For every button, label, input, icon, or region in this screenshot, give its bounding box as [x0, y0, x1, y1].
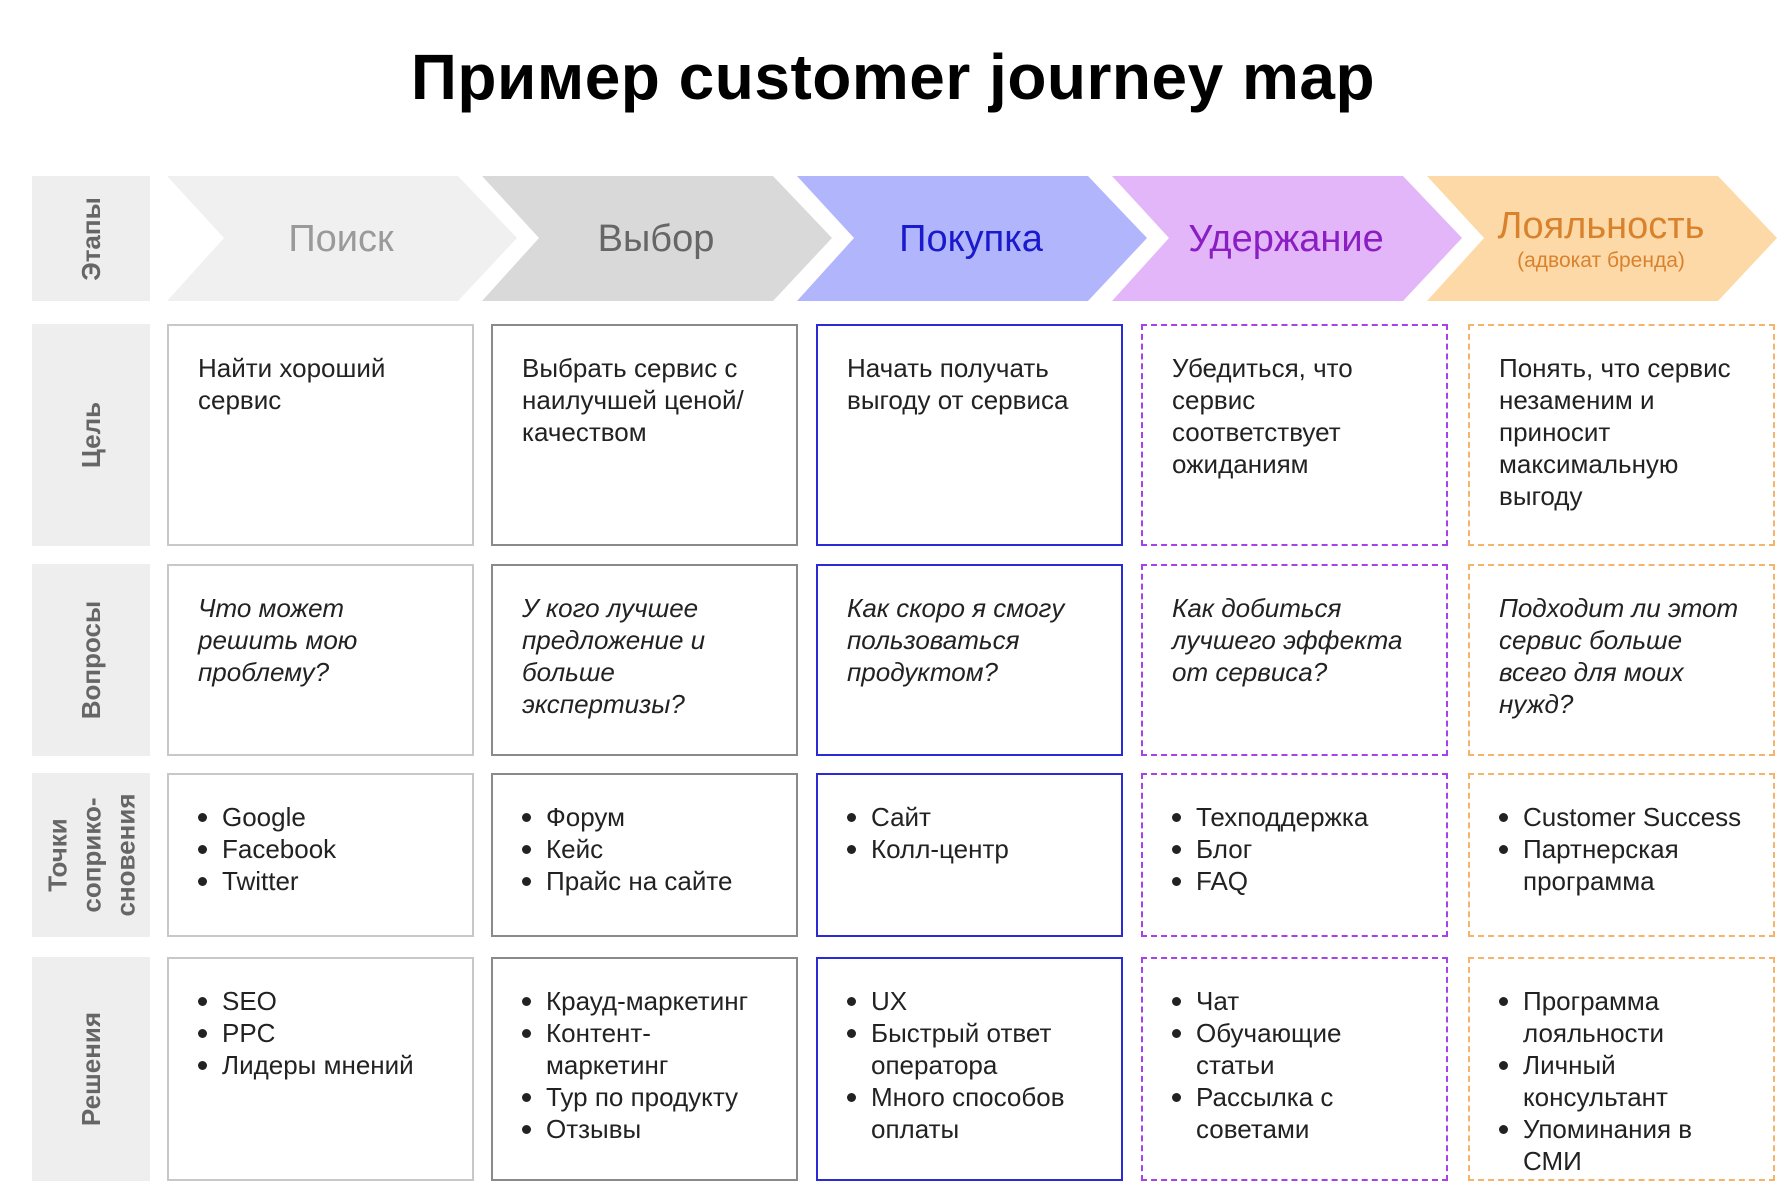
row-label-text: Цель	[76, 401, 106, 469]
stage-search: Поиск	[224, 176, 458, 301]
touchpoint-cell-search: Google Facebook Twitter	[167, 773, 474, 937]
list-item: Техподдержка	[1172, 801, 1418, 833]
touchpoint-cell-loyalty: Customer Success Партнерская программа	[1468, 773, 1775, 937]
question-text: У кого лучшее предложение и больше экспе…	[522, 593, 706, 719]
list-item: Колл-центр	[847, 833, 1093, 865]
question-cell-search: Что может решить мою проблему?	[167, 564, 474, 756]
list-item: Twitter	[198, 865, 444, 897]
touchpoint-list: Сайт Колл-центр	[847, 801, 1093, 865]
goal-text: Понять, что сервис незаменим и приносит …	[1499, 353, 1731, 511]
list-item: Программа лояльности	[1499, 985, 1745, 1049]
stage-arrow-retention	[1112, 176, 1462, 301]
list-item: Прайс на сайте	[522, 865, 768, 897]
list-item: Отзывы	[522, 1113, 768, 1145]
solution-list: SEO PPC Лидеры мнений	[198, 985, 444, 1081]
list-item: Обучающие статьи	[1172, 1017, 1418, 1081]
list-item: Много способов оплаты	[847, 1081, 1093, 1145]
touchpoint-list: Google Facebook Twitter	[198, 801, 444, 897]
goal-text: Найти хороший сервис	[198, 353, 386, 415]
stage-name: Покупка	[899, 217, 1043, 260]
list-item: Кейс	[522, 833, 768, 865]
row-label-touchpoints: Точки соприко- сновения	[32, 773, 150, 937]
list-item: PPC	[198, 1017, 444, 1049]
list-item: Лидеры мнений	[198, 1049, 444, 1081]
solution-cell-search: SEO PPC Лидеры мнений	[167, 957, 474, 1181]
question-text: Подходит ли этот сервис больше всего для…	[1499, 593, 1739, 719]
goal-text: Выбрать сервис с наилучшей ценой/качеств…	[522, 353, 744, 447]
list-item: Контент-маркетинг	[522, 1017, 768, 1081]
stage-arrow-loyalty	[1427, 176, 1777, 301]
list-item: SEO	[198, 985, 444, 1017]
question-cell-purchase: Как скоро я смогу пользоваться продуктом…	[816, 564, 1123, 756]
solution-cell-choice: Крауд-маркетинг Контент-маркетинг Тур по…	[491, 957, 798, 1181]
solution-cell-retention: Чат Обучающие статьи Рассылка с советами	[1141, 957, 1448, 1181]
question-cell-retention: Как добиться лучшего эффекта от сервиса?	[1141, 564, 1448, 756]
stage-name: Поиск	[288, 217, 394, 260]
goal-text: Начать получать выгоду от сервиса	[847, 353, 1069, 415]
solution-list: UX Быстрый ответ оператора Много способо…	[847, 985, 1093, 1145]
touchpoint-cell-choice: Форум Кейс Прайс на сайте	[491, 773, 798, 937]
goal-text: Убедиться, что сервис соответствует ожид…	[1172, 353, 1353, 479]
list-item: Крауд-маркетинг	[522, 985, 768, 1017]
list-item: Быстрый ответ оператора	[847, 1017, 1093, 1081]
stage-name: Выбор	[597, 217, 715, 260]
stage-name: Лояльность	[1497, 204, 1705, 247]
solution-list: Чат Обучающие статьи Рассылка с советами	[1172, 985, 1418, 1145]
row-label-text: Точки соприко- сновения	[42, 793, 141, 917]
list-item: Форум	[522, 801, 768, 833]
list-item: Личный консультант	[1499, 1049, 1745, 1113]
stage-arrow-search	[167, 176, 517, 301]
goal-cell-loyalty: Понять, что сервис незаменим и приносит …	[1468, 324, 1775, 546]
touchpoint-cell-purchase: Сайт Колл-центр	[816, 773, 1123, 937]
list-item: Рассылка с советами	[1172, 1081, 1418, 1145]
list-item: Блог	[1172, 833, 1418, 865]
stage-retention: Удержание	[1169, 176, 1403, 301]
question-text: Как скоро я смогу пользоваться продуктом…	[847, 593, 1065, 687]
touchpoint-cell-retention: Техподдержка Блог FAQ	[1141, 773, 1448, 937]
list-item: Упоминания в СМИ	[1499, 1113, 1745, 1177]
stage-choice: Выбор	[539, 176, 773, 301]
list-item: Facebook	[198, 833, 444, 865]
goal-cell-purchase: Начать получать выгоду от сервиса	[816, 324, 1123, 546]
row-label-goal: Цель	[32, 324, 150, 546]
row-label-solutions: Решения	[32, 957, 150, 1181]
stage-arrow-purchase	[797, 176, 1147, 301]
question-cell-loyalty: Подходит ли этот сервис больше всего для…	[1468, 564, 1775, 756]
row-label-stages: Этапы	[32, 176, 150, 301]
list-item: Customer Success	[1499, 801, 1745, 833]
touchpoint-list: Техподдержка Блог FAQ	[1172, 801, 1418, 897]
question-text: Как добиться лучшего эффекта от сервиса?	[1172, 593, 1403, 687]
goal-cell-choice: Выбрать сервис с наилучшей ценой/качеств…	[491, 324, 798, 546]
stage-purchase: Покупка	[854, 176, 1088, 301]
stage-arrows	[167, 176, 1777, 301]
list-item: Тур по продукту	[522, 1081, 768, 1113]
row-label-text: Вопросы	[76, 600, 107, 720]
touchpoint-list: Форум Кейс Прайс на сайте	[522, 801, 768, 897]
goal-cell-retention: Убедиться, что сервис соответствует ожид…	[1141, 324, 1448, 546]
solution-list: Крауд-маркетинг Контент-маркетинг Тур по…	[522, 985, 768, 1145]
stage-subtitle: (адвокат бренда)	[1517, 248, 1685, 272]
solution-list: Программа лояльности Личный консультант …	[1499, 985, 1745, 1177]
list-item: Чат	[1172, 985, 1418, 1017]
row-label-questions: Вопросы	[32, 564, 150, 756]
page-title: Пример customer journey map	[410, 41, 1376, 113]
row-label-text: Решения	[76, 1011, 106, 1127]
stage-arrow-choice	[482, 176, 832, 301]
list-item: Сайт	[847, 801, 1093, 833]
list-item: Google	[198, 801, 444, 833]
question-text: Что может решить мою проблему?	[198, 593, 358, 687]
stage-loyalty: Лояльность (адвокат бренда)	[1484, 176, 1718, 301]
touchpoint-list: Customer Success Партнерская программа	[1499, 801, 1745, 897]
list-item: Партнерская программа	[1499, 833, 1745, 897]
solution-cell-loyalty: Программа лояльности Личный консультант …	[1468, 957, 1775, 1181]
question-cell-choice: У кого лучшее предложение и больше экспе…	[491, 564, 798, 756]
goal-cell-search: Найти хороший сервис	[167, 324, 474, 546]
solution-cell-purchase: UX Быстрый ответ оператора Много способо…	[816, 957, 1123, 1181]
stage-name: Удержание	[1188, 217, 1384, 260]
list-item: UX	[847, 985, 1093, 1017]
list-item: FAQ	[1172, 865, 1418, 897]
